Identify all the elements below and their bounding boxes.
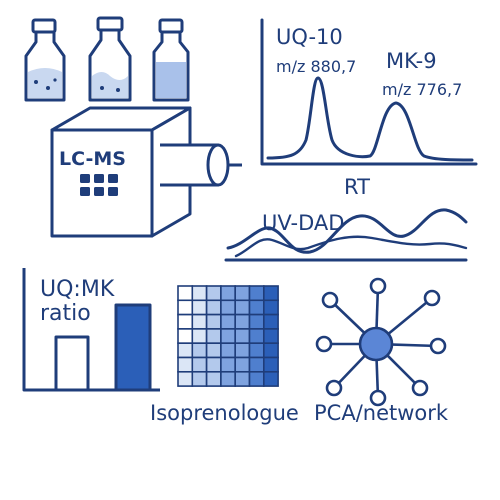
heatmap-cell (220, 299, 236, 316)
heatmap-cell (177, 342, 194, 359)
heatmap-cell (220, 370, 236, 387)
heatmap-cell (248, 370, 265, 387)
heatmap-cell (262, 342, 279, 359)
network-node (315, 335, 333, 353)
heatmap-cell (234, 370, 251, 387)
heatmap-cell (191, 370, 208, 387)
heatmap-cell (220, 328, 236, 344)
network-label: PCA/network (314, 401, 449, 425)
heatmap-cell (248, 299, 265, 316)
uv-trace-2 (234, 235, 468, 258)
ratio-label-line2: ratio (40, 301, 91, 326)
ratio-label-line1: UQ:MK (40, 277, 115, 302)
isoprenologue-heatmap (177, 285, 279, 387)
network-node (429, 337, 447, 355)
heatmap-cell (191, 285, 208, 302)
heatmap-cell (205, 285, 222, 302)
heatmap-cell (205, 356, 222, 373)
heatmap-cell (234, 328, 251, 344)
peak1-mz: m/z 880,7 (276, 57, 356, 76)
heatmap-cell (248, 328, 265, 344)
sample-bottle-3 (152, 18, 190, 102)
heatmap-cell (234, 299, 251, 316)
heatmap-cell (177, 370, 194, 387)
network-node (369, 389, 387, 407)
heatmap-cell (205, 370, 222, 387)
x-axis-label-rt: RT (344, 175, 370, 199)
heatmap-cell (205, 342, 222, 359)
heatmap-cell (191, 313, 208, 330)
heatmap-cell (220, 285, 236, 302)
heatmap-cell (262, 285, 279, 302)
heatmap-cell (262, 356, 279, 373)
heatmap-cell (220, 342, 236, 359)
ratio-bar-1 (54, 335, 90, 392)
network-hub-node (358, 326, 394, 362)
ms-chromatogram (260, 18, 478, 166)
heatmap-cell (262, 370, 279, 387)
heatmap-cell (262, 328, 279, 344)
heatmap-cell (262, 299, 279, 316)
peak1-name: UQ-10 (276, 25, 343, 49)
heatmap-cell (248, 285, 265, 302)
heatmap-cell (191, 299, 208, 316)
sample-bottles (24, 16, 190, 102)
heatmap-cell (248, 356, 265, 373)
heatmap-cell (177, 313, 194, 330)
sample-bottle-2 (88, 16, 132, 102)
heatmap-cell (205, 299, 222, 316)
heatmap-cell (234, 356, 251, 373)
sample-bottle-1 (24, 18, 66, 102)
chromatogram-axes (260, 18, 478, 166)
heatmap-cell (248, 313, 265, 330)
ratio-bar-2 (114, 303, 152, 392)
ratio-chart (22, 268, 160, 392)
heatmap-cell (205, 328, 222, 344)
heatmap-cell (220, 356, 236, 373)
heatmap-cell (234, 313, 251, 330)
heatmap-cell (177, 356, 194, 373)
lc-ms-instrument (50, 106, 242, 238)
heatmap-label: Isoprenologue (150, 401, 299, 425)
pca-network-graph (315, 277, 447, 407)
heatmap-cell (234, 285, 251, 302)
heatmap-cell (191, 356, 208, 373)
peak2-name: MK-9 (386, 49, 437, 73)
uv-dad-trace (224, 208, 468, 262)
heatmap-cell (191, 342, 208, 359)
network-node (411, 379, 429, 397)
instrument-label: LC-MS (59, 148, 126, 170)
heatmap-cell (177, 328, 194, 344)
peak2-mz: m/z 776,7 (382, 80, 462, 99)
network-node (369, 277, 387, 295)
heatmap-cell (220, 313, 236, 330)
uv-trace-1 (226, 208, 468, 254)
heatmap-cell (205, 313, 222, 330)
heatmap-cell (191, 328, 208, 344)
heatmap-cell (248, 342, 265, 359)
uv-label: UV-DAD (262, 211, 344, 235)
chromatogram-trace (266, 76, 474, 162)
network-node (423, 289, 441, 307)
network-node (321, 291, 339, 309)
heatmap-cell (234, 342, 251, 359)
heatmap-cell (177, 299, 194, 316)
network-node (325, 379, 343, 397)
keypad-icon (80, 174, 118, 196)
heatmap-cell (177, 285, 194, 302)
heatmap-cell (262, 313, 279, 330)
